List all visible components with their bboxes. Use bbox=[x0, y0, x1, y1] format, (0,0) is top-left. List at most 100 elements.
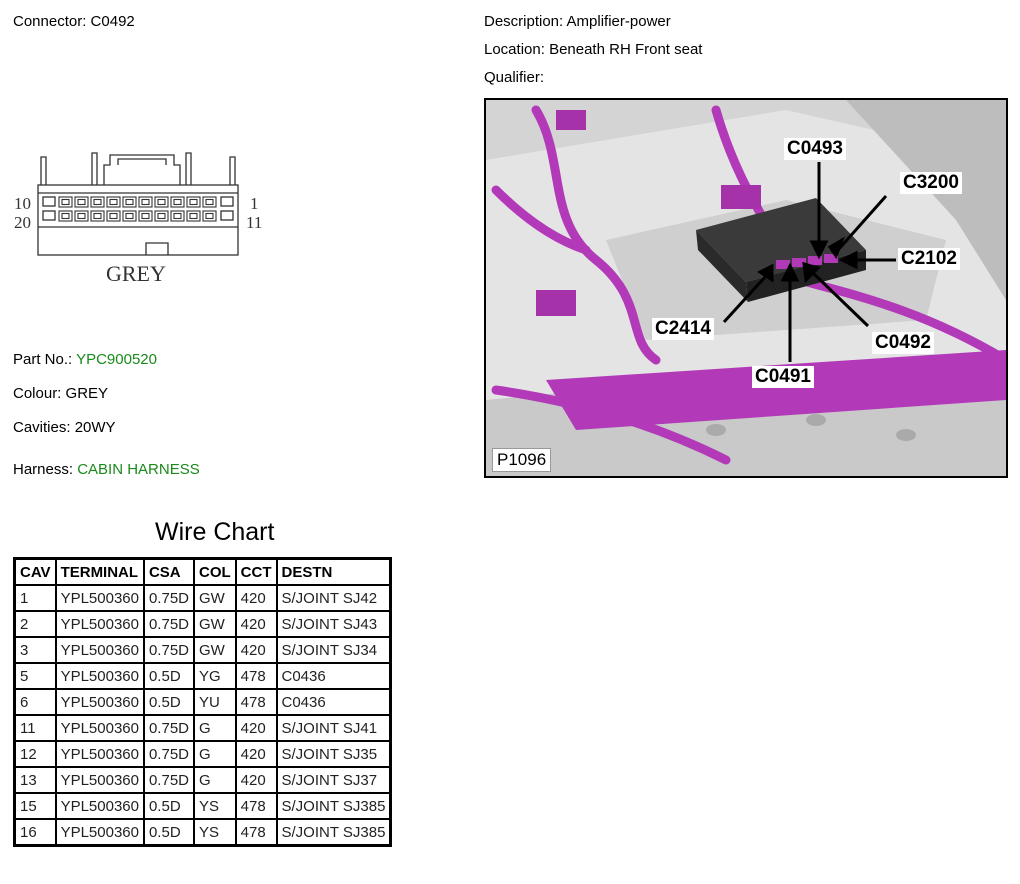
table-cell: GW bbox=[193, 636, 237, 664]
table-cell: 0.75D bbox=[142, 714, 196, 742]
cavities-label: Cavities: bbox=[13, 419, 71, 436]
photo-illustration bbox=[486, 100, 1006, 476]
table-cell: GW bbox=[193, 584, 237, 612]
table-cell: YPL500360 bbox=[54, 610, 145, 638]
table-cell: YU bbox=[193, 688, 237, 716]
cavity-terminal bbox=[61, 212, 70, 220]
cavity-terminal bbox=[157, 212, 166, 220]
cavity bbox=[138, 210, 153, 222]
cavity bbox=[170, 210, 185, 222]
cavity-terminal bbox=[205, 198, 214, 206]
cavity bbox=[74, 196, 89, 208]
part-label: Part No.: bbox=[13, 351, 73, 368]
callout-c2102: C2102 bbox=[898, 248, 960, 270]
header-cct: CCT bbox=[234, 557, 278, 586]
table-cell: 420 bbox=[234, 766, 278, 794]
table-cell: 6 bbox=[13, 688, 57, 716]
table-cell: 420 bbox=[234, 584, 278, 612]
qualifier-label: Qualifier: bbox=[484, 69, 545, 86]
table-cell: 3 bbox=[13, 636, 57, 664]
table-cell: 12 bbox=[13, 740, 57, 768]
cavity-terminal bbox=[125, 212, 134, 220]
callout-c0493: C0493 bbox=[784, 138, 846, 160]
table-cell: S/JOINT SJ41 bbox=[275, 714, 392, 742]
cavity bbox=[202, 196, 217, 208]
cavity-terminal bbox=[93, 212, 102, 220]
table-cell: 0.75D bbox=[142, 766, 196, 794]
diagram-colour-label: GREY bbox=[106, 261, 166, 286]
cavity bbox=[106, 210, 121, 222]
connector-line: Connector: C0492 bbox=[13, 13, 135, 30]
connector-label: Connector: bbox=[13, 13, 87, 30]
cavity-terminal bbox=[141, 212, 150, 220]
table-cell: YPL500360 bbox=[54, 766, 145, 794]
cavity-terminal bbox=[205, 212, 214, 220]
header-col: COL bbox=[193, 557, 237, 586]
table-cell: 0.75D bbox=[142, 584, 196, 612]
cavity-terminal bbox=[109, 212, 118, 220]
table-cell: YPL500360 bbox=[54, 636, 145, 664]
table-cell: G bbox=[193, 714, 237, 742]
cavity bbox=[154, 210, 169, 222]
header-terminal: TERMINAL bbox=[54, 557, 145, 586]
cavity-terminal bbox=[93, 198, 102, 206]
colour-line: Colour: GREY bbox=[13, 385, 108, 402]
harness-label: Harness: bbox=[13, 461, 74, 478]
cavity-terminal bbox=[109, 198, 118, 206]
cavities-value: 20WY bbox=[74, 419, 116, 436]
table-cell: 0.5D bbox=[142, 792, 196, 820]
table-cell: 15 bbox=[13, 792, 57, 820]
cavity bbox=[58, 196, 73, 208]
table-cell: S/JOINT SJ385 bbox=[275, 818, 392, 847]
table-cell: 478 bbox=[234, 662, 278, 690]
location-line: Location: Beneath RH Front seat bbox=[484, 41, 702, 58]
photo-code: P1096 bbox=[492, 448, 552, 472]
table-cell: S/JOINT SJ35 bbox=[275, 740, 392, 768]
pin-1-label: 1 bbox=[250, 194, 259, 213]
table-cell: 420 bbox=[234, 714, 278, 742]
table-cell: YS bbox=[193, 818, 237, 847]
callout-c0491: C0491 bbox=[752, 366, 814, 388]
table-cell: G bbox=[193, 766, 237, 794]
location-value: Beneath RH Front seat bbox=[549, 41, 703, 58]
colour-value: GREY bbox=[65, 385, 109, 402]
wire-chart-title: Wire Chart bbox=[155, 518, 275, 546]
table-cell: S/JOINT SJ34 bbox=[275, 636, 392, 664]
pin-20-label: 20 bbox=[14, 213, 31, 232]
table-cell: 0.5D bbox=[142, 688, 196, 716]
table-cell: 0.5D bbox=[142, 818, 196, 847]
table-cell: C0436 bbox=[275, 662, 392, 690]
description-value: Amplifier-power bbox=[566, 13, 671, 30]
pin-11-label: 11 bbox=[246, 213, 262, 232]
table-cell: 0.75D bbox=[142, 636, 196, 664]
table-cell: 13 bbox=[13, 766, 57, 794]
table-cell: 2 bbox=[13, 610, 57, 638]
part-line: Part No.: YPC900520 bbox=[13, 351, 157, 368]
cavity-terminal bbox=[189, 212, 198, 220]
table-cell: 478 bbox=[234, 688, 278, 716]
cavity bbox=[122, 196, 137, 208]
table-cell: YPL500360 bbox=[54, 792, 145, 820]
description-label: Description: bbox=[484, 13, 564, 30]
cavity-terminal bbox=[189, 198, 198, 206]
cavity-terminal bbox=[173, 198, 182, 206]
cavity-terminal bbox=[173, 212, 182, 220]
description-line: Description: Amplifier-power bbox=[484, 13, 671, 30]
cavity bbox=[74, 210, 89, 222]
cavity-terminal bbox=[141, 198, 150, 206]
part-number-link[interactable]: YPC900520 bbox=[76, 351, 157, 368]
harness-link[interactable]: CABIN HARNESS bbox=[77, 461, 200, 478]
table-cell: YG bbox=[193, 662, 237, 690]
location-label: Location: bbox=[484, 41, 545, 58]
table-cell: 0.5D bbox=[142, 662, 196, 690]
table-cell: 11 bbox=[13, 714, 57, 742]
cavity bbox=[90, 196, 105, 208]
table-cell: YPL500360 bbox=[54, 662, 145, 690]
